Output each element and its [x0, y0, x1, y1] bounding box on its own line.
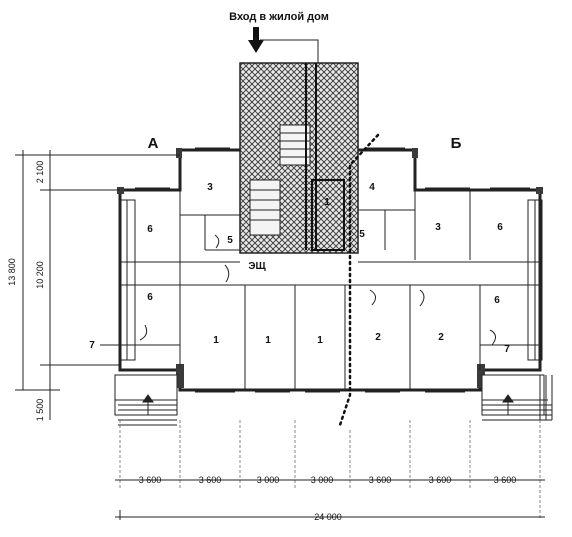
dim-bottom-4: 3 000	[311, 475, 334, 485]
porch-stairs-right	[481, 374, 553, 421]
room-1-b: 1	[265, 335, 271, 346]
section-label-right: Б	[451, 135, 462, 152]
dim-left-overall: 13 800	[7, 258, 17, 286]
room-7-left: 7	[89, 340, 95, 351]
room-6-mid-left: 6	[147, 292, 153, 303]
room-3-right: 3	[435, 222, 441, 233]
dim-bottom-3: 3 000	[257, 475, 280, 485]
room-2-a: 2	[375, 332, 381, 343]
entrance-label: Вход в жилой дом	[229, 11, 329, 23]
exterior-walls	[117, 148, 543, 392]
section-label-left: А	[148, 135, 159, 152]
dim-total: 24 000	[314, 512, 342, 522]
room-2-b: 2	[438, 332, 444, 343]
room-1-stair: 1	[324, 197, 330, 208]
room-4: 4	[369, 182, 375, 193]
porch-stairs-left	[114, 374, 178, 426]
room-6-mid-right: 6	[494, 295, 500, 306]
room-6-top-right: 6	[497, 222, 503, 233]
dim-bottom-7: 3 600	[494, 475, 517, 485]
dim-left-1500: 1 500	[35, 399, 45, 422]
room-5-right: 5	[359, 229, 365, 240]
dim-bottom-5: 3 600	[369, 475, 392, 485]
corridor-label: ЭЩ	[248, 261, 266, 272]
entrance-arrow-icon	[248, 27, 264, 53]
dim-bottom-6: 3 600	[429, 475, 452, 485]
room-1-a: 1	[213, 335, 219, 346]
dim-left-2100: 2 100	[35, 161, 45, 184]
room-1-c: 1	[317, 335, 323, 346]
room-6-top-left: 6	[147, 224, 153, 235]
dim-bottom-1: 3 600	[139, 475, 162, 485]
expansion-joint-line	[338, 133, 380, 427]
dim-left-10200: 10 200	[35, 261, 45, 289]
dim-bottom-2: 3 600	[199, 475, 222, 485]
room-3-left: 3	[207, 182, 213, 193]
room-7-right: 7	[504, 344, 510, 355]
room-5-left: 5	[227, 235, 233, 246]
